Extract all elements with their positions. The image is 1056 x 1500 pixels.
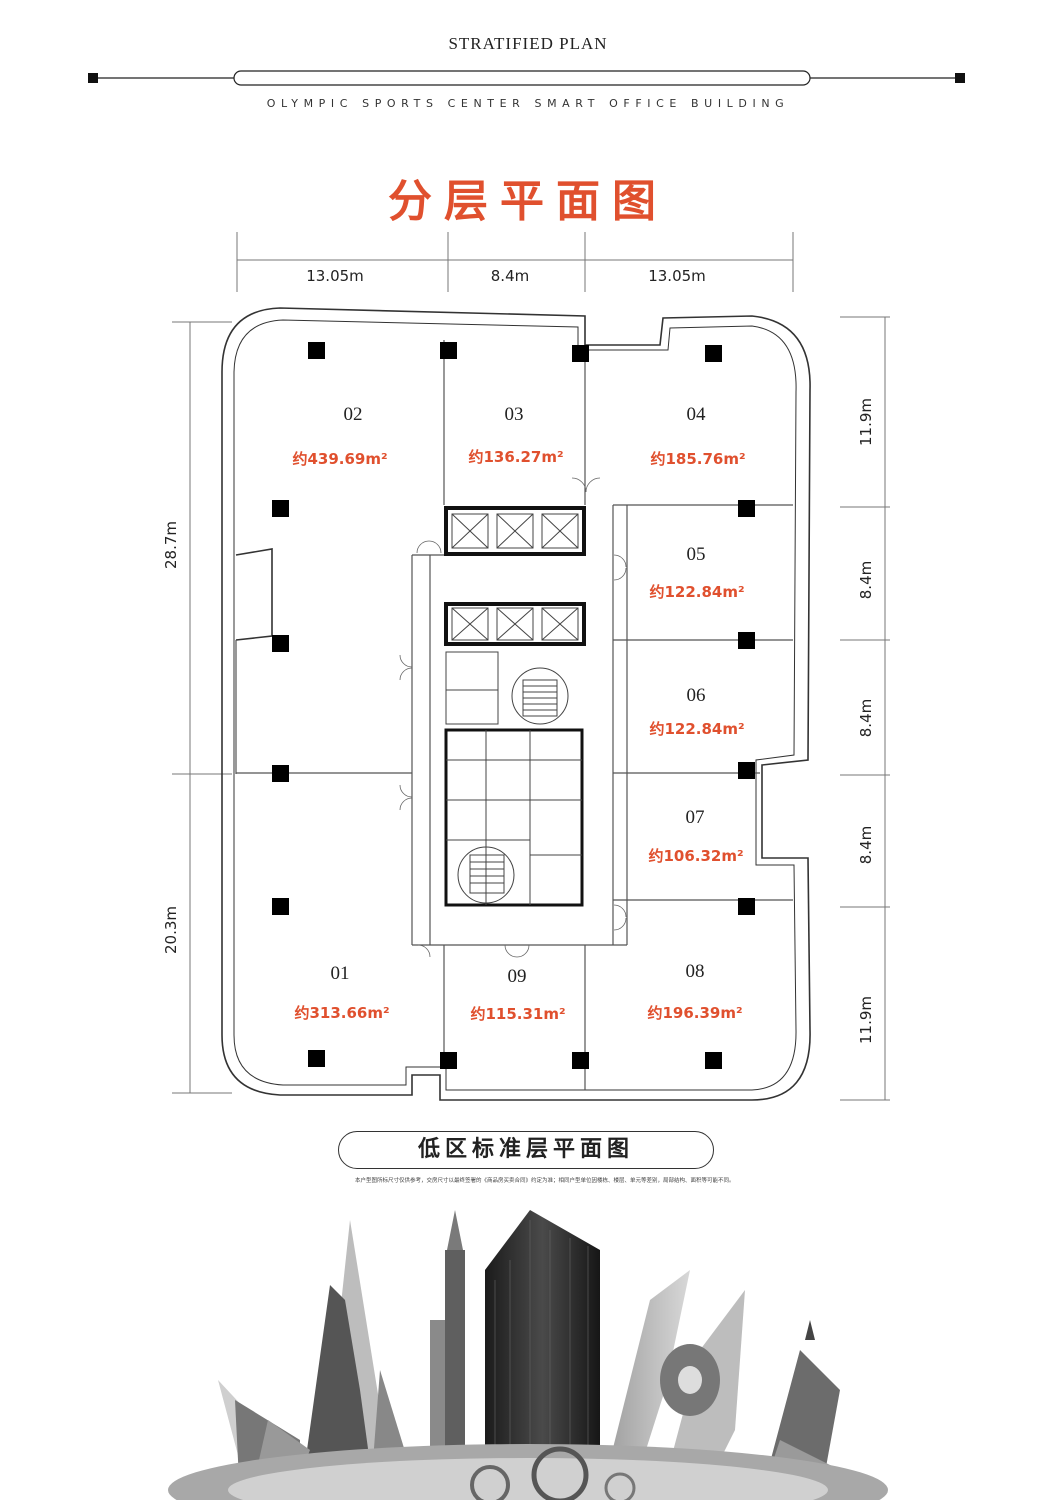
dimension-lines (172, 232, 890, 1101)
unit-number: 02 (344, 404, 363, 425)
structural-columns (272, 342, 755, 1069)
unit-07: 07 约106.32m² (648, 807, 743, 865)
unit-number: 08 (686, 961, 705, 982)
unit-area: 约122.84m² (649, 583, 744, 601)
header-rule (88, 70, 965, 86)
unit-02: 02 约439.69m² (292, 404, 387, 468)
unit-number: 05 (687, 544, 706, 565)
building-core (444, 506, 586, 907)
unit-05: 05 约122.84m² (649, 544, 744, 601)
dim-left-2: 20.3m (162, 906, 180, 954)
unit-area: 约115.31m² (470, 1005, 565, 1023)
dim-top-3: 13.05m (648, 267, 706, 285)
unit-area: 约185.76m² (650, 450, 745, 468)
unit-partitions (235, 340, 793, 1090)
unit-number: 07 (686, 807, 705, 828)
unit-number: 06 (687, 685, 706, 706)
unit-area: 约122.84m² (649, 720, 744, 738)
dim-left-1: 28.7m (162, 521, 180, 569)
unit-area: 约439.69m² (292, 450, 387, 468)
unit-08: 08 约196.39m² (647, 961, 742, 1022)
dim-right-1: 11.9m (857, 398, 875, 446)
dim-right-2: 8.4m (857, 561, 875, 599)
city-skyline-illustration (168, 1210, 888, 1500)
main-title: 分层平面图 (388, 176, 668, 227)
unit-06: 06 约122.84m² (649, 685, 744, 738)
unit-area: 约196.39m² (647, 1004, 742, 1022)
page-subtitle: OLYMPIC SPORTS CENTER SMART OFFICE BUILD… (266, 97, 790, 110)
unit-01: 01 约313.66m² (294, 963, 389, 1022)
floor-plan: 13.05m 8.4m 13.05m 28.7m 20.3m 11.9m 8.4… (88, 70, 965, 1101)
dim-right-5: 11.9m (857, 996, 875, 1044)
unit-number: 03 (505, 404, 524, 425)
building-outline (221, 307, 811, 1101)
dim-right-3: 8.4m (857, 699, 875, 737)
unit-number: 09 (508, 966, 527, 987)
unit-09: 09 约115.31m² (470, 966, 565, 1023)
page-title: STRATIFIED PLAN (448, 34, 608, 53)
unit-04: 04 约185.76m² (650, 404, 745, 468)
unit-area: 约106.32m² (648, 847, 743, 865)
unit-number: 04 (687, 404, 707, 425)
unit-number: 01 (331, 963, 350, 984)
dim-top-1: 13.05m (306, 267, 364, 285)
unit-03: 03 约136.27m² (468, 404, 563, 466)
plan-label: 低区标准层平面图 (338, 1131, 714, 1169)
dim-top-2: 8.4m (491, 267, 529, 285)
unit-area: 约313.66m² (294, 1004, 389, 1022)
dim-right-4: 8.4m (857, 826, 875, 864)
skyline-base (168, 1444, 888, 1500)
disclaimer-text: 本户型图所标尺寸仅供参考，交房尺寸以最终签署的《商品房买卖合同》约定为准；相同户… (355, 1178, 735, 1184)
door-swings (399, 477, 627, 958)
unit-area: 约136.27m² (468, 448, 563, 466)
